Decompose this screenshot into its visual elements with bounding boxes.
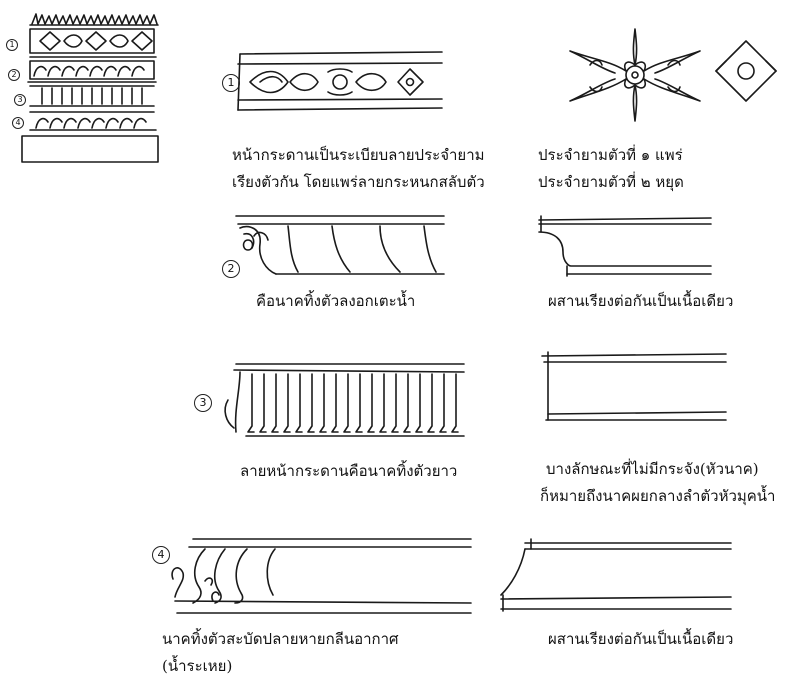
long-naga-sketch	[224, 363, 465, 437]
marker-3: 3	[194, 394, 212, 412]
marker-4: 4	[152, 546, 170, 564]
caption-prajam-yam-motif-line1: ประจำยามตัวที่ ๑ แพร่	[538, 146, 683, 164]
prajam-yam-band-sketch	[237, 51, 443, 111]
plain-molding-sketch-3	[500, 538, 732, 612]
caption-no-kranchang-line1: บางลักษณะที่ไม่มีกระจัง(หัวนาค)	[546, 460, 759, 478]
plain-molding-sketch-2	[541, 351, 727, 421]
caption-merge-2: ผสานเรียงต่อกันเป็นเนื้อเดียว	[548, 630, 734, 648]
caption-prajam-yam-band-line1: หน้ากระดานเป็นระเบียบลายประจำยาม	[232, 146, 485, 164]
marker-3-small: 3	[14, 94, 26, 106]
marker-2: 2	[222, 260, 240, 278]
marker-2-small: 2	[8, 69, 20, 81]
caption-long-naga: ลายหน้ากระดานคือนาคทิ้งตัวยาว	[240, 462, 458, 480]
caption-naga-flick-line2: (น้ำระเหย)	[162, 657, 233, 675]
caption-naga-chest: คือนาคทิ้งตัวลงอกเตะน้ำ	[256, 292, 416, 310]
marker-1-small: 1	[6, 39, 18, 51]
caption-no-kranchang-line2: ก็หมายถึงนาคผยกลางลำตัวหัวมุคน้ำ	[540, 487, 776, 505]
caption-naga-flick-line1: นาคทิ้งตัวสะบัดปลายหายกลีนอากาศ	[162, 630, 399, 648]
naga-chest-sketch	[235, 215, 445, 275]
marker-4-small: 4	[12, 117, 24, 129]
caption-prajam-yam-band-line2: เรียงตัวกัน โดยแพร่ลายกระหนกสลับตัว	[232, 173, 485, 191]
plain-molding-sketch-1	[538, 215, 712, 277]
caption-prajam-yam-motif-line2: ประจำยามตัวที่ ๒ หยุด	[538, 173, 684, 191]
molding-elevation-sketch	[21, 13, 159, 163]
naga-flick-sketch	[171, 538, 472, 614]
caption-merge-1: ผสานเรียงต่อกันเป็นเนื้อเดียว	[548, 292, 734, 310]
marker-1: 1	[222, 74, 240, 92]
prajam-yam-motif-sketch	[569, 28, 777, 122]
